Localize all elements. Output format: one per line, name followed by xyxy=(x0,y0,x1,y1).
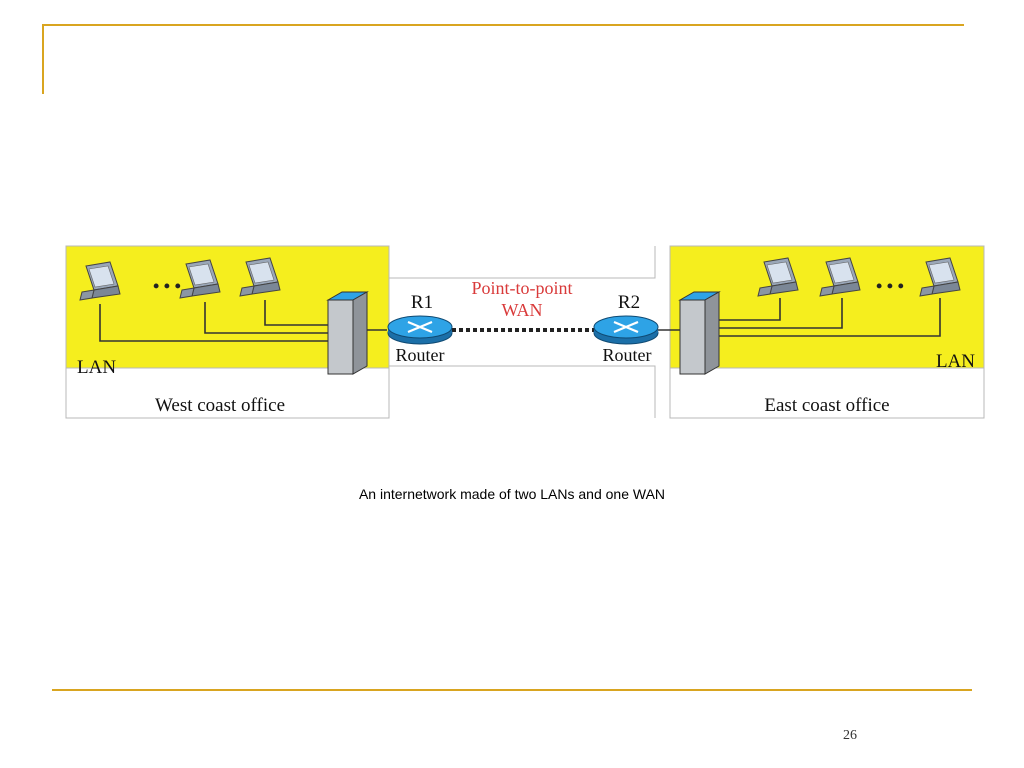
east-dots: • • • xyxy=(876,276,904,296)
west-office-label: West coast office xyxy=(155,395,285,416)
east-switch xyxy=(678,291,721,375)
east-lan-label: LAN xyxy=(936,351,975,372)
wan-frame-top xyxy=(388,246,656,279)
router-r1-icon xyxy=(386,314,454,346)
wan-label-line1: Point-to-point xyxy=(471,278,572,298)
wan-frame-bottom xyxy=(388,365,656,418)
page-number: 26 xyxy=(843,728,857,743)
west-dots: • • • xyxy=(153,276,181,296)
east-lan-wiring xyxy=(719,298,941,337)
accent-line-left xyxy=(42,24,44,94)
router-r1-name: R1 xyxy=(411,292,433,313)
router-r1-label: Router xyxy=(396,345,445,365)
internetwork-diagram: • • • R1 Router R2 Router Point-to-point… xyxy=(65,245,985,419)
wan-label-line2: WAN xyxy=(502,300,543,320)
router-r2-name: R2 xyxy=(618,292,640,313)
east-office-label: East coast office xyxy=(764,395,889,416)
west-lan-wiring xyxy=(99,300,328,342)
west-lan-label: LAN xyxy=(77,357,116,378)
accent-line-bottom xyxy=(52,689,972,691)
diagram-caption: An internetwork made of two LANs and one… xyxy=(358,486,666,502)
accent-line-top xyxy=(42,24,964,26)
east-office-border xyxy=(669,245,985,419)
router-r2-icon xyxy=(592,314,660,346)
west-switch xyxy=(326,291,369,375)
router-r2-label: Router xyxy=(603,345,652,365)
